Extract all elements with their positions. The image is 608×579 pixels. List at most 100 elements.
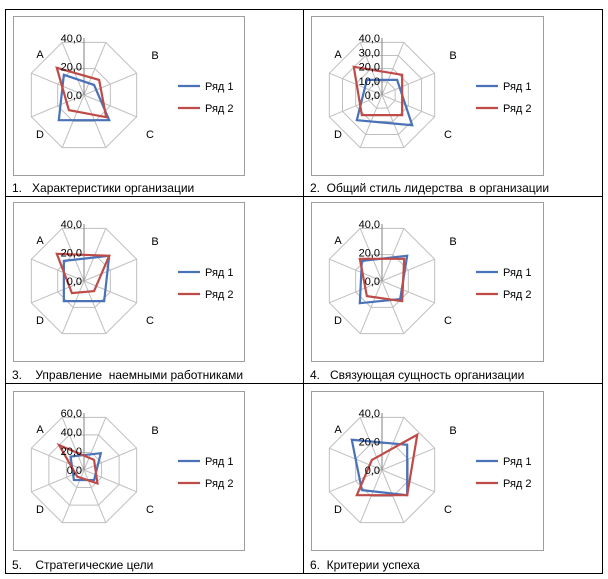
series-line-2 — [56, 442, 99, 486]
grid-spoke — [381, 94, 435, 118]
series-line-1 — [62, 254, 111, 303]
grid-spoke — [31, 447, 85, 471]
series-line-2 — [352, 65, 404, 117]
grid-spoke — [381, 469, 435, 493]
category-label-c: C — [146, 129, 154, 141]
tick-label: 40,0 — [61, 219, 82, 231]
grid-spoke — [31, 258, 85, 282]
grid-spoke — [381, 280, 435, 304]
tick-label: 40,0 — [359, 219, 380, 231]
grid-spoke — [329, 280, 383, 304]
tick-label: 20,0 — [359, 437, 380, 449]
category-label-c: C — [444, 129, 452, 141]
grid-spoke — [61, 42, 85, 96]
grid-spoke — [381, 469, 405, 523]
grid-spoke — [31, 94, 85, 118]
grid-spoke — [83, 94, 107, 148]
tick-label: 40,0 — [359, 408, 380, 420]
grid-spoke — [329, 94, 383, 118]
tick-label: 20,0 — [61, 446, 82, 458]
legend-label-1: Ряд 1 — [205, 267, 234, 279]
series-line-1 — [358, 254, 409, 305]
legend-label-1: Ряд 1 — [503, 456, 532, 468]
series-line-2 — [358, 257, 406, 303]
category-label-b: B — [449, 236, 456, 248]
category-label-b: B — [151, 50, 158, 62]
tick-label: 10,0 — [359, 76, 380, 88]
category-label-a: A — [334, 49, 342, 61]
chart-caption-6: 6. Критерии успеха — [310, 558, 420, 572]
grid-spoke — [359, 228, 383, 282]
grid-spoke — [83, 280, 137, 304]
tick-label: 40,0 — [359, 33, 380, 45]
grid-spoke — [329, 469, 383, 493]
grid-spoke — [83, 258, 137, 282]
grid-spoke — [61, 280, 85, 334]
grid-spoke — [381, 72, 435, 96]
grid-spoke — [83, 417, 107, 471]
grid-spoke — [31, 72, 85, 96]
grid-ring — [328, 41, 436, 149]
legend-label-2: Ряд 2 — [503, 289, 532, 301]
tick-label: 0,0 — [365, 276, 380, 288]
grid-spoke — [83, 42, 107, 96]
series-line-2 — [355, 432, 419, 497]
category-label-b: B — [151, 425, 158, 437]
tick-label: 20,0 — [359, 62, 380, 74]
grid-spoke — [359, 280, 383, 334]
chart-caption-3: 3. Управление наемными работниками — [12, 368, 244, 382]
chart-caption-2: 2. Общий стиль лидерства в организации — [310, 181, 550, 195]
grid-spoke — [31, 280, 85, 304]
legend-label-1: Ряд 1 — [503, 267, 532, 279]
category-label-d: D — [334, 504, 342, 516]
category-label-d: D — [334, 315, 342, 327]
tick-label: 0,0 — [365, 465, 380, 477]
tick-label: 40,0 — [61, 33, 82, 45]
legend-label-2: Ряд 2 — [503, 478, 532, 490]
tick-label: 0,0 — [67, 90, 82, 102]
category-label-d: D — [36, 129, 44, 141]
legend-label-2: Ряд 2 — [205, 103, 234, 115]
category-label-a: A — [36, 49, 44, 61]
category-label-c: C — [444, 315, 452, 327]
legend-label-2: Ряд 2 — [205, 478, 234, 490]
series-line-2 — [55, 66, 108, 119]
grid-spoke — [83, 469, 107, 523]
category-label-a: A — [334, 424, 342, 436]
category-label-c: C — [444, 504, 452, 516]
legend-label-2: Ряд 2 — [503, 103, 532, 115]
category-label-b: B — [151, 236, 158, 248]
tick-label: 0,0 — [365, 90, 380, 102]
chart-caption-1: 1. Характеристики организации — [12, 181, 195, 195]
grid-ring — [328, 227, 436, 335]
grid-spoke — [83, 469, 137, 493]
legend-label-1: Ряд 1 — [205, 456, 234, 468]
tick-label: 0,0 — [67, 465, 82, 477]
grid-spoke — [381, 228, 405, 282]
grid-ring — [328, 416, 436, 524]
grid-spoke — [83, 72, 137, 96]
grid-spoke — [61, 417, 85, 471]
category-label-c: C — [146, 504, 154, 516]
chart-caption-4: 4. Связующая сущность организации — [310, 368, 525, 382]
chart-caption-5: 5. Стратегические цели — [12, 558, 154, 572]
tick-label: 40,0 — [61, 427, 82, 439]
grid-spoke — [61, 94, 85, 148]
category-label-d: D — [36, 315, 44, 327]
grid-spoke — [381, 42, 405, 96]
category-label-c: C — [146, 315, 154, 327]
